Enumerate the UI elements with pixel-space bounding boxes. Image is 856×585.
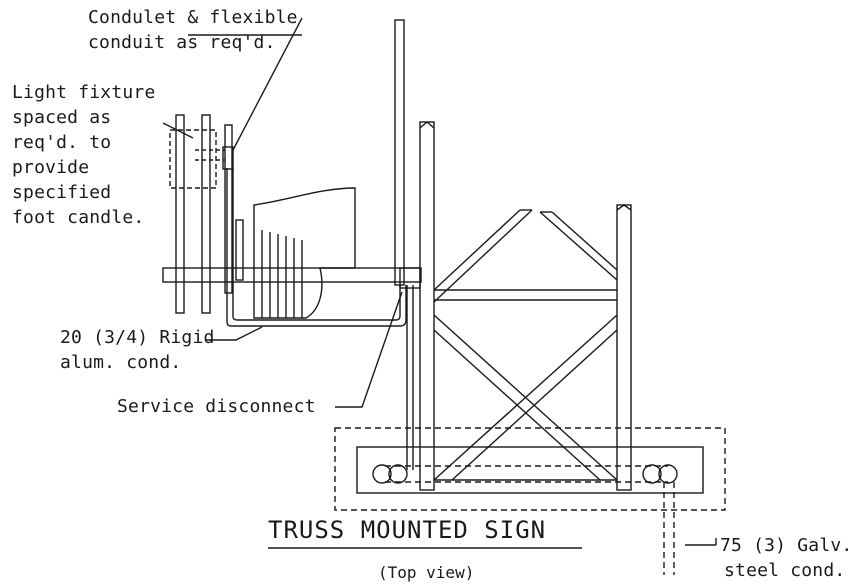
rigid-label-line2: alum. cond. [60,352,182,373]
fixture-post-2 [201,114,211,314]
light-fixture [169,129,217,189]
fixture-post-1 [175,114,185,314]
base-plate [356,446,704,494]
light-label-line5: specified [12,182,112,203]
condulet-label-line2: conduit as req'd. [88,32,276,53]
mounting-beam [162,267,422,283]
service-disconnect-label: Service disconnect [117,396,316,417]
galv-label-line2: steel cond. [724,560,846,581]
light-label-line2: spaced as [12,107,112,128]
rigid-label-line1: 20 (3/4) Rigid [60,327,215,348]
condulet-label-line1: Condulet & flexible [88,7,298,28]
light-label-line4: provide [12,157,90,178]
rigid-conduit [226,168,407,327]
sign-panel [235,187,356,319]
truss-column-left [419,121,435,491]
fixture-post-3 [224,124,233,294]
truss-bracing [433,209,618,481]
leader-lines [162,17,582,549]
light-label-line3: req'd. to [12,132,112,153]
light-label-line1: Light fixture [12,82,156,103]
conduit-dashed-run [385,465,675,575]
condulet [222,146,234,170]
drawing-title: TRUSS MOUNTED SIGN [268,516,547,544]
sign-post-left [394,19,405,286]
galv-label-line1: 75 (3) Galv. [720,535,853,556]
service-disconnect [399,267,421,289]
foundation-outline [334,427,726,511]
drawing-subtitle: (Top view) [378,563,475,582]
anchor-circles [372,464,678,484]
light-label-line6: foot candle. [12,207,145,228]
